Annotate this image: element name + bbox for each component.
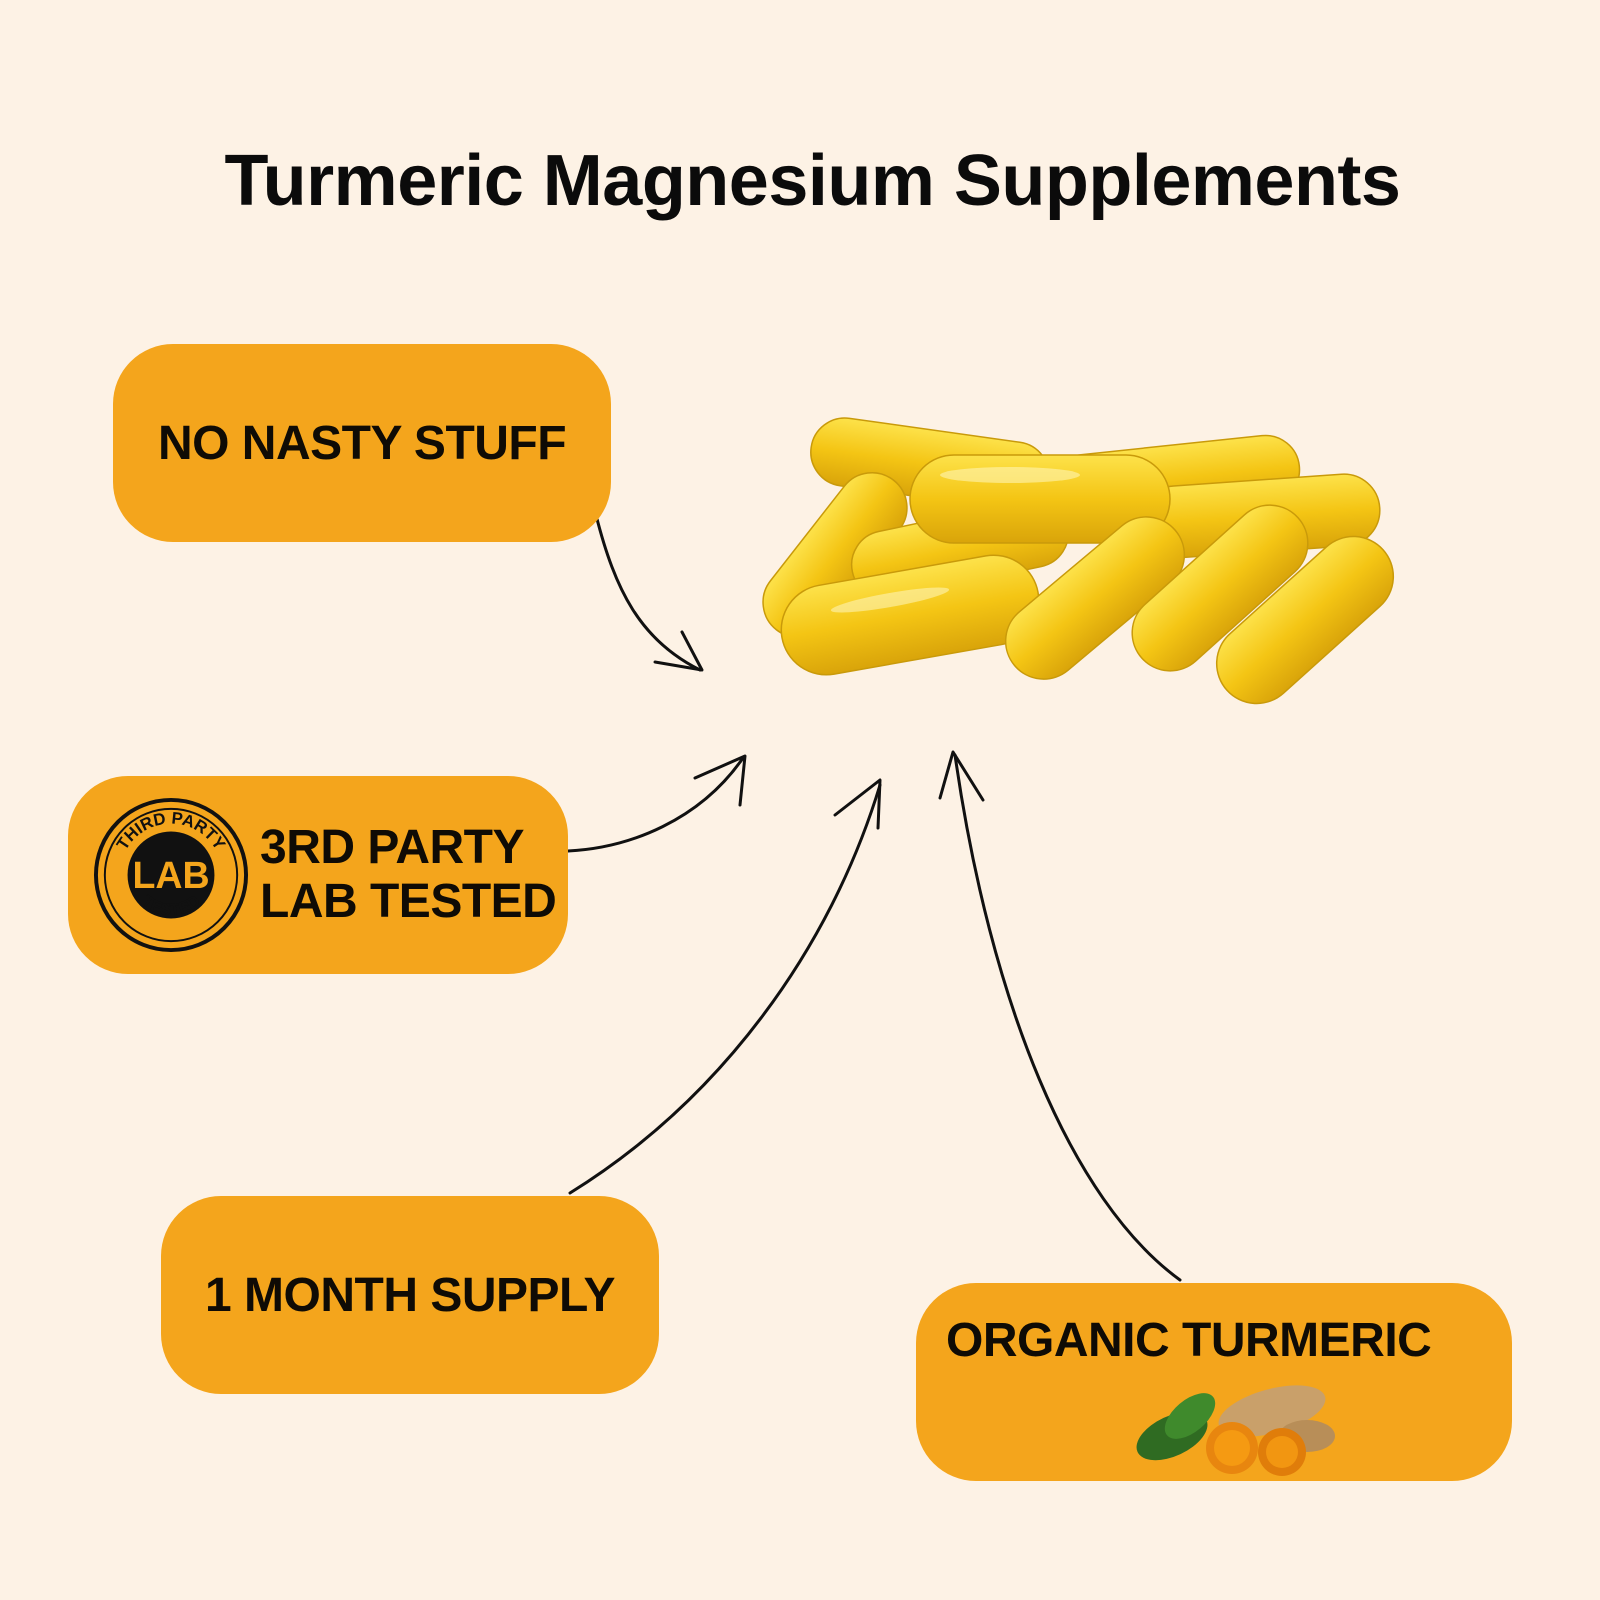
feature-one-month-supply: 1 MONTH SUPPLY [161, 1196, 659, 1394]
lab-text-block: 3RD PARTY LAB TESTED [260, 821, 557, 929]
feature-label-organic: ORGANIC TURMERIC [946, 1314, 1432, 1367]
turmeric-root-image [1136, 1385, 1335, 1476]
feature-label-lab-line1: 3RD PARTY [260, 821, 524, 874]
feature-organic-turmeric: ORGANIC TURMERIC [916, 1283, 1512, 1481]
feature-label-lab-line2: LAB TESTED [260, 875, 557, 928]
arrow-nasty-icon [594, 513, 702, 672]
feature-lab-tested: THIRD PARTY TESTED LAB 3RD PARTY LAB TES… [68, 776, 568, 974]
arrow-organic-icon [953, 753, 1182, 1282]
capsules-image [762, 417, 1395, 705]
feature-label-month: 1 MONTH SUPPLY [205, 1268, 615, 1322]
arrow-month-icon [568, 783, 882, 1195]
arrowhead-nasty-icon [653, 630, 704, 672]
capsule [780, 554, 1040, 676]
arrowhead-lab-icon [693, 754, 747, 807]
arrowhead-organic-icon [938, 750, 985, 802]
feature-label-nasty: NO NASTY STUFF [157, 416, 567, 470]
page-title: Turmeric Magnesium Supplements [224, 141, 1401, 221]
capsule [1004, 516, 1186, 680]
capsule [1131, 504, 1309, 672]
capsule [1215, 535, 1395, 705]
feature-no-nasty-stuff: NO NASTY STUFF [113, 344, 611, 542]
badge-center-text: LAB [132, 854, 209, 896]
third-party-lab-badge-icon: THIRD PARTY TESTED LAB [93, 797, 249, 953]
arrowhead-month-icon [833, 778, 882, 830]
arrow-lab-icon [566, 756, 745, 853]
